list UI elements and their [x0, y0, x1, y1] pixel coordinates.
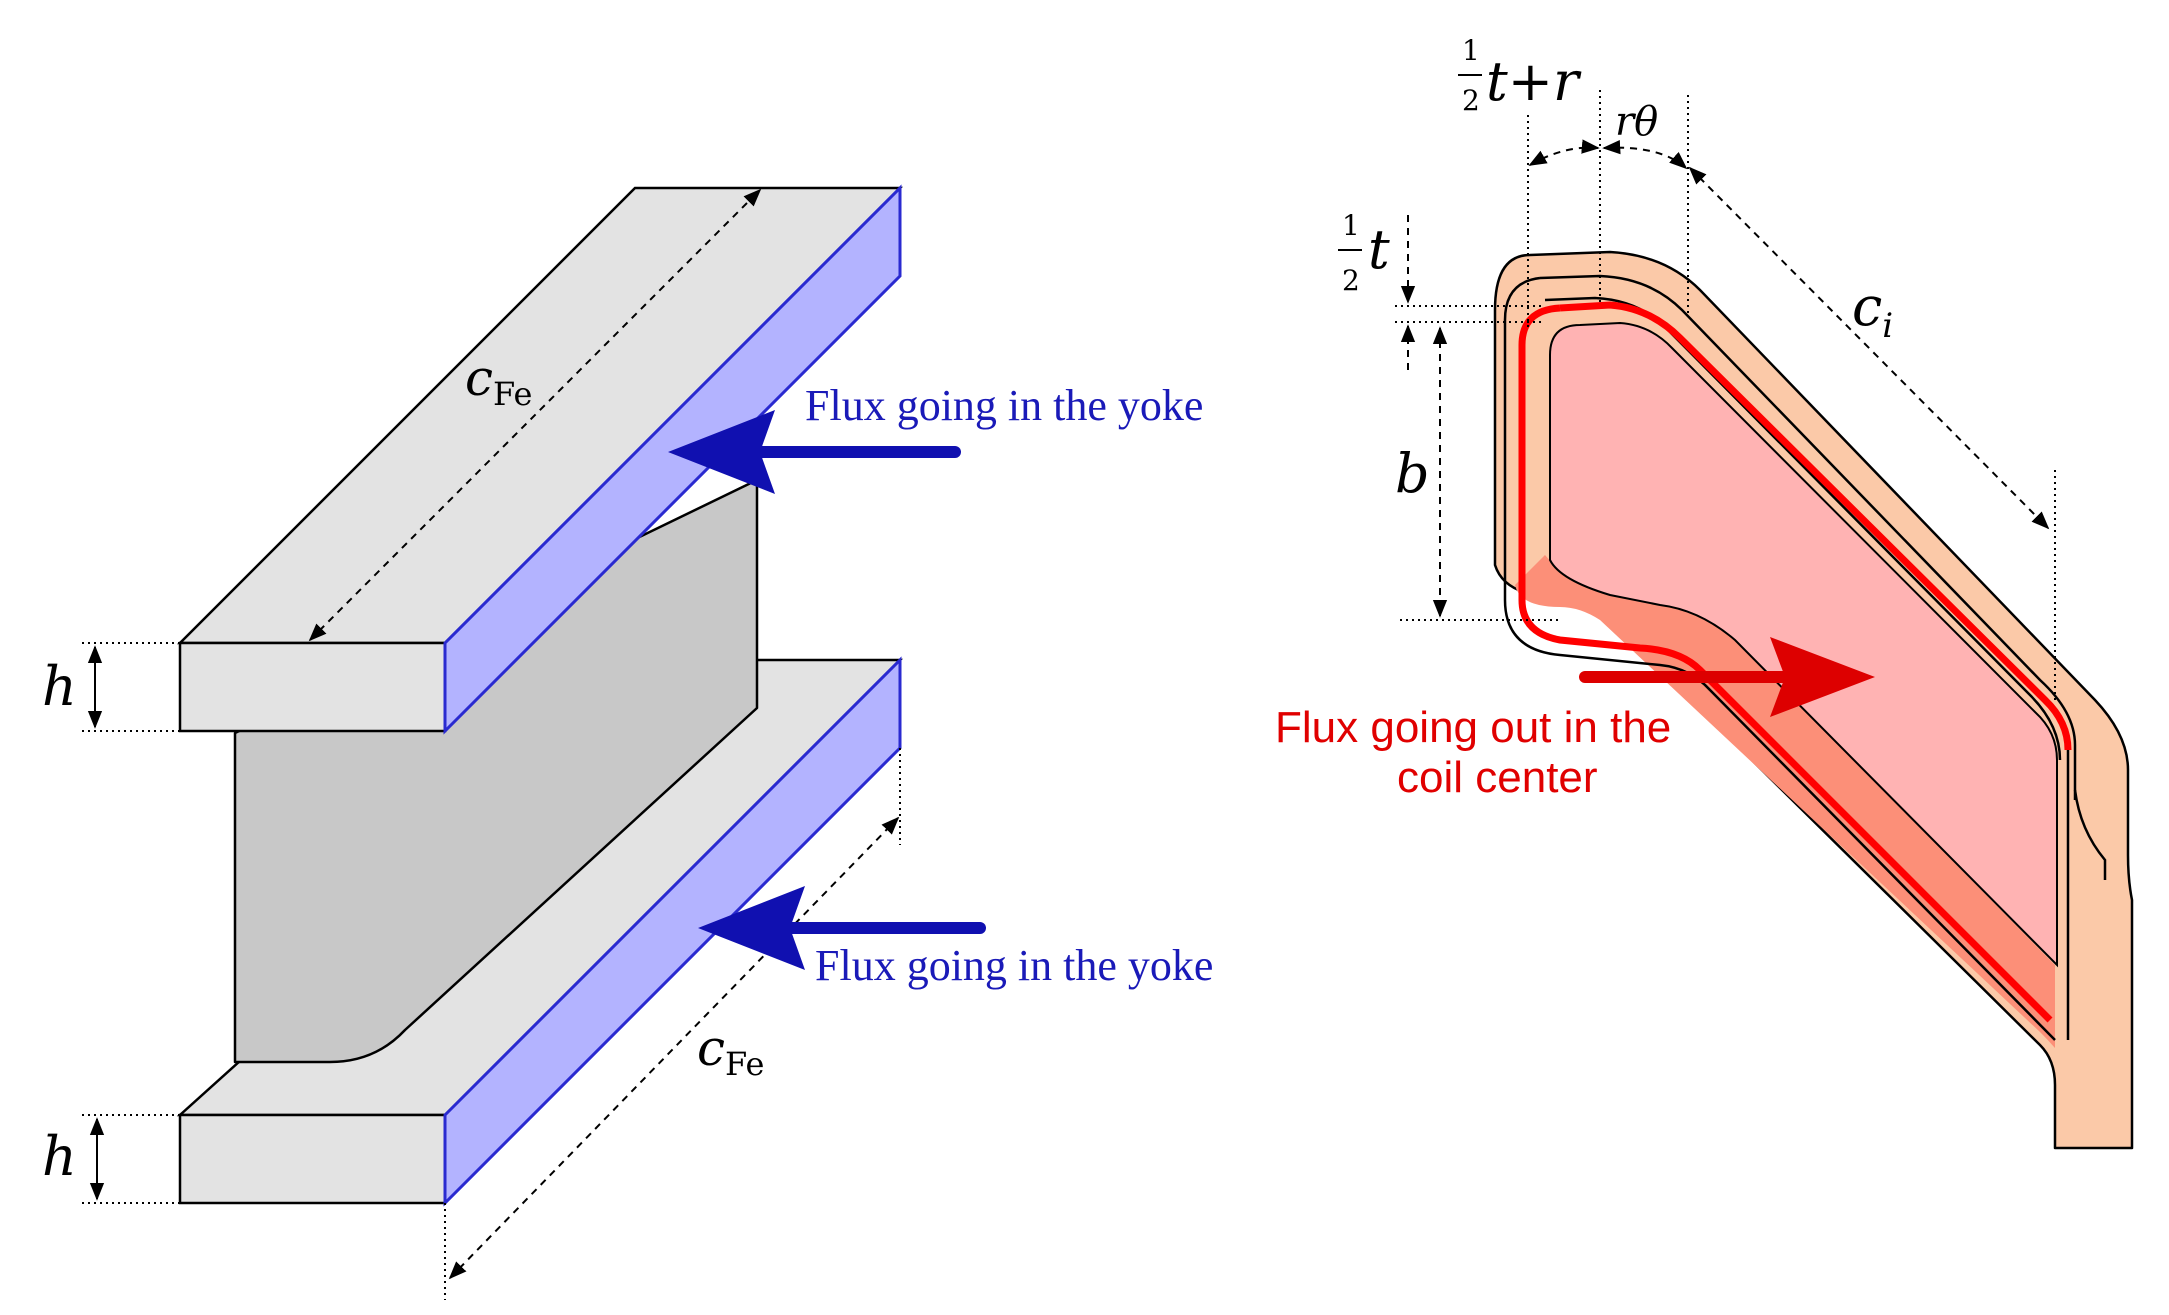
yoke-ibeam	[176, 184, 904, 1207]
flux-label-bottom: Flux going in the yoke	[815, 941, 1213, 990]
flux-label-coil-line1: Flux going out in the	[1275, 703, 1671, 752]
label-ci: ci	[1852, 275, 1893, 346]
coil-lower-region	[1515, 555, 2055, 1048]
coil-inner-line-1	[1539, 274, 2077, 800]
dim-cfe-bottom-line	[448, 816, 900, 1280]
dim-r-theta-arc	[1602, 139, 1688, 170]
flux-arrow-bottom	[698, 886, 986, 970]
flux-arrow-top	[668, 410, 961, 494]
coil-current-line-left	[1518, 304, 2053, 1023]
dim-cfe-bottom-label: cFe	[697, 1019, 764, 1083]
flux-label-coil-line2: coil center	[1397, 753, 1598, 802]
dim-half-t-plus-r-arc	[1528, 139, 1600, 166]
dim-h-top-label: h	[42, 655, 77, 718]
coil-pink-region	[1549, 321, 2058, 968]
label-r-theta: rθ	[1615, 99, 1658, 145]
top-flange-front-face	[178, 641, 447, 733]
dim-cfe-top-line	[308, 188, 762, 642]
bottom-flange-front-face	[178, 1113, 447, 1205]
label-b: b	[1395, 442, 1430, 505]
flux-label-top: Flux going in the yoke	[805, 381, 1203, 430]
label-half-t-plus-r: 1 2 t+r	[1462, 10, 1582, 123]
dim-h-bottom-label: h	[42, 1125, 77, 1188]
flux-arrow-coil	[1579, 637, 1875, 717]
dim-ci-line	[1688, 166, 2050, 530]
dim-cfe-top-label: cFe	[465, 349, 532, 413]
label-half-t: 1 2 t	[1342, 185, 1390, 303]
coil-current-line	[1559, 301, 2072, 751]
coil-right-kink	[2073, 789, 2107, 880]
